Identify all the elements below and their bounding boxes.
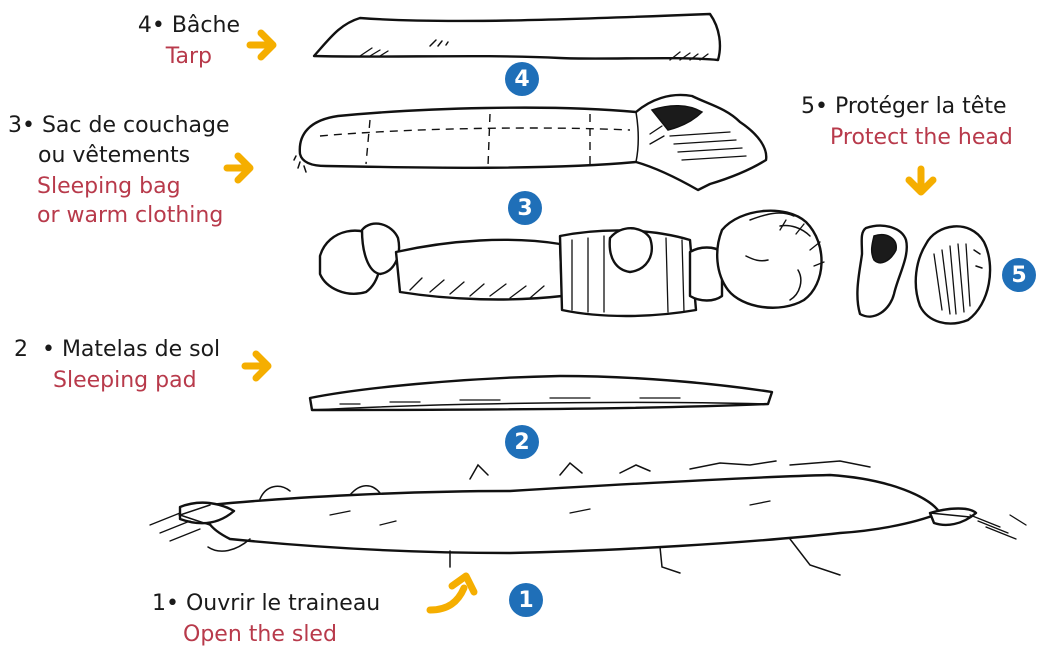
person-illustration (310, 200, 840, 335)
step2-label-fr: 2 • Matelas de sol (14, 336, 220, 364)
step2-badge-circle: 2 (505, 425, 539, 459)
head-protection-illustration (850, 214, 996, 332)
right-arrow-icon (224, 150, 254, 186)
step1-label-fr: 1• Ouvrir le traineau (152, 590, 380, 618)
sleeping-bag-illustration (290, 86, 780, 196)
step4-label-en: Tarp (100, 43, 212, 71)
step3-label-fr-line2: ou vêtements (38, 142, 190, 170)
step1-label-en: Open the sled (183, 621, 337, 649)
step3-label-en-line1: Sleeping bag (37, 173, 181, 201)
tarp-illustration (300, 8, 730, 68)
step5-badge-circle: 5 (1002, 258, 1036, 292)
step1-badge-circle: 1 (509, 583, 543, 617)
right-arrow-icon (247, 27, 277, 63)
step5-label-fr: 5• Protéger la tête (801, 93, 1006, 121)
sled-illustration (150, 455, 1030, 595)
step5-label-en: Protect the head (830, 124, 1013, 152)
sleeping-pad-illustration (300, 368, 780, 416)
down-arrow-icon (903, 166, 939, 196)
right-arrow-icon (242, 348, 272, 384)
step3-label-en-line2: or warm clothing (37, 202, 223, 230)
step3-label-fr-line1: 3• Sac de couchage (8, 112, 230, 140)
step2-label-en: Sleeping pad (53, 367, 197, 395)
curved-arrow-icon (424, 570, 484, 622)
step4-label-fr: 4• Bâche (100, 12, 240, 40)
